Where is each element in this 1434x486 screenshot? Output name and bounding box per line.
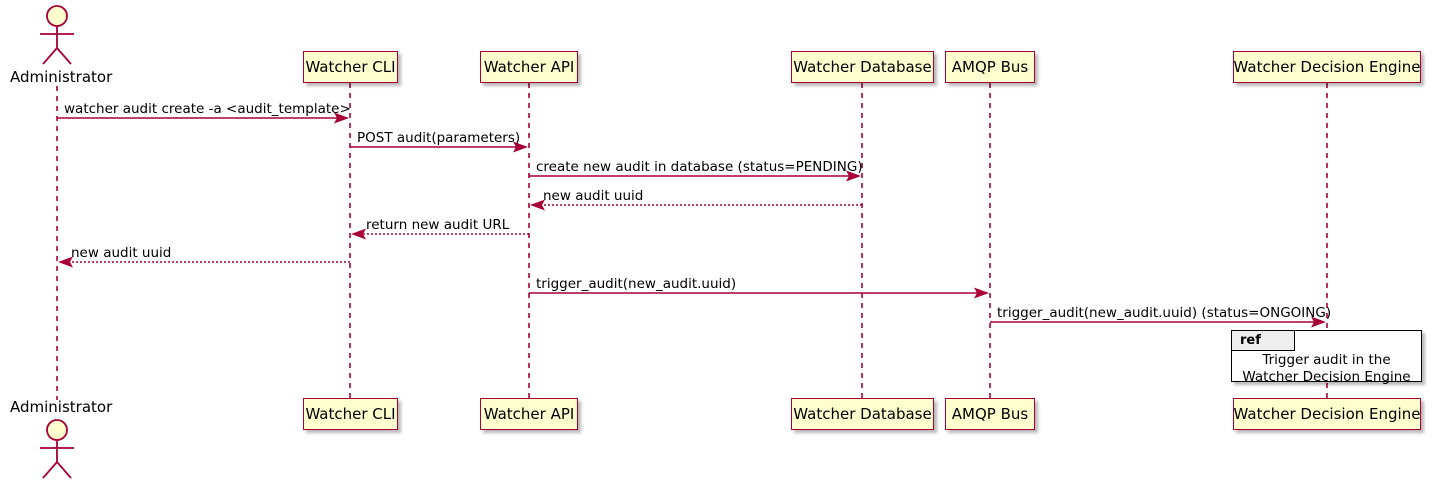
ref-fragment-tab: [1232, 331, 1295, 351]
participant-watcher-decision-engine-bottom[interactable]: Watcher Decision Engine: [1233, 398, 1421, 430]
participant-watcher-api-bottom[interactable]: Watcher API: [480, 398, 578, 430]
message-label-6: new audit uuid: [71, 245, 172, 261]
ref-fragment-body: Trigger audit in the Watcher Decision En…: [1232, 352, 1421, 386]
message-arrow-5: [351, 228, 529, 240]
ref-fragment: ref Trigger audit in the Watcher Decisio…: [1231, 330, 1422, 385]
participant-watcher-decision-engine-top[interactable]: Watcher Decision Engine: [1233, 51, 1421, 83]
message-label-2: POST audit(parameters): [357, 130, 521, 146]
message-label-4: new audit uuid: [543, 188, 644, 204]
message-arrow-3: [529, 170, 861, 182]
message-arrow-6: [58, 256, 350, 268]
actor-label-administrator-top: Administrator: [10, 68, 113, 86]
participant-watcher-cli-bottom[interactable]: Watcher CLI: [303, 398, 398, 430]
ref-fragment-tab-label: ref: [1240, 333, 1261, 348]
participant-amqp-bus-top[interactable]: AMQP Bus: [945, 51, 1035, 83]
participant-watcher-database-top[interactable]: Watcher Database: [791, 51, 934, 83]
participant-watcher-database-bottom[interactable]: Watcher Database: [791, 398, 934, 430]
message-label-8: trigger_audit(new_audit.uuid) (status=ON…: [997, 305, 1332, 321]
message-arrow-7: [529, 287, 989, 299]
message-label-3: create new audit in database (status=PEN…: [536, 159, 863, 175]
actor-administrator-top: [40, 5, 74, 65]
actor-label-administrator-bottom: Administrator: [10, 398, 113, 416]
message-label-1: watcher audit create -a <audit_template>: [64, 101, 351, 117]
message-arrow-1: [57, 112, 349, 124]
ref-fragment-line-2: Watcher Decision Engine: [1242, 368, 1411, 385]
message-label-7: trigger_audit(new_audit.uuid): [536, 276, 737, 292]
message-label-5: return new audit URL: [366, 217, 510, 233]
participant-watcher-api-top[interactable]: Watcher API: [480, 51, 578, 83]
message-arrow-4: [530, 199, 862, 211]
message-arrow-2: [350, 141, 528, 153]
participant-amqp-bus-bottom[interactable]: AMQP Bus: [945, 398, 1035, 430]
participant-watcher-cli-top[interactable]: Watcher CLI: [303, 51, 398, 83]
message-arrow-8: [990, 316, 1326, 328]
ref-fragment-line-1: Trigger audit in the: [1262, 352, 1391, 368]
actor-administrator-bottom: [40, 419, 74, 479]
